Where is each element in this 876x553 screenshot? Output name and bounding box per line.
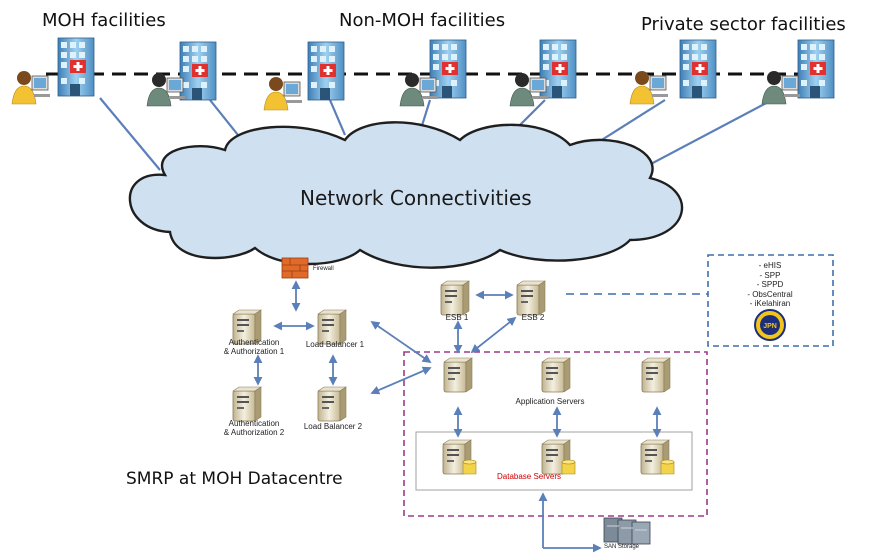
datacentre-label: SMRP at MOH Datacentre	[126, 469, 343, 489]
external-system-item: - eHIS	[758, 261, 782, 270]
external-system-item: - iKelahiran	[749, 299, 791, 308]
san-storage-label: SAN Storage	[604, 544, 640, 550]
network-connectivities-label: Network Connectivities	[300, 186, 532, 210]
private-sector-facilities-header: Private sector facilities	[641, 14, 846, 35]
datacentre-boundary	[403, 351, 708, 517]
application-servers-label: Application Servers	[515, 397, 585, 406]
auth1-label: Authentication & Authorization 1	[223, 338, 285, 356]
external-system-item: - SPPD	[756, 280, 784, 289]
facility-links	[99, 97, 773, 176]
san-link	[538, 492, 602, 553]
esb2-label: ESB 2	[521, 313, 545, 322]
connection-arrows	[253, 280, 662, 438]
external-system-item: - SPP	[759, 270, 781, 280]
jpn-logo-icon: JPN	[754, 309, 786, 341]
lb1-label: Load Balancer 1	[305, 340, 365, 349]
network-cloud	[128, 121, 684, 269]
lb2-label: Load Balancer 2	[303, 422, 363, 431]
database-servers-label: Database Servers	[497, 472, 562, 481]
esb1-label: ESB 1	[445, 313, 469, 322]
firewall-label: Firewall	[313, 266, 334, 272]
external-systems-list: - eHIS - SPP - SPPD - ObsCentral - iKela…	[712, 261, 828, 309]
firewall-icon	[281, 257, 309, 279]
external-systems-box	[707, 254, 834, 347]
non-moh-facilities-header: Non-MOH facilities	[339, 10, 506, 31]
svg-text:JPN: JPN	[763, 323, 777, 330]
san-storage-icon	[603, 517, 651, 545]
moh-facilities-header: MOH facilities	[42, 10, 166, 31]
auth2-label: Authentication & Authorization 2	[223, 419, 285, 437]
external-system-item: - ObsCentral	[747, 289, 793, 299]
